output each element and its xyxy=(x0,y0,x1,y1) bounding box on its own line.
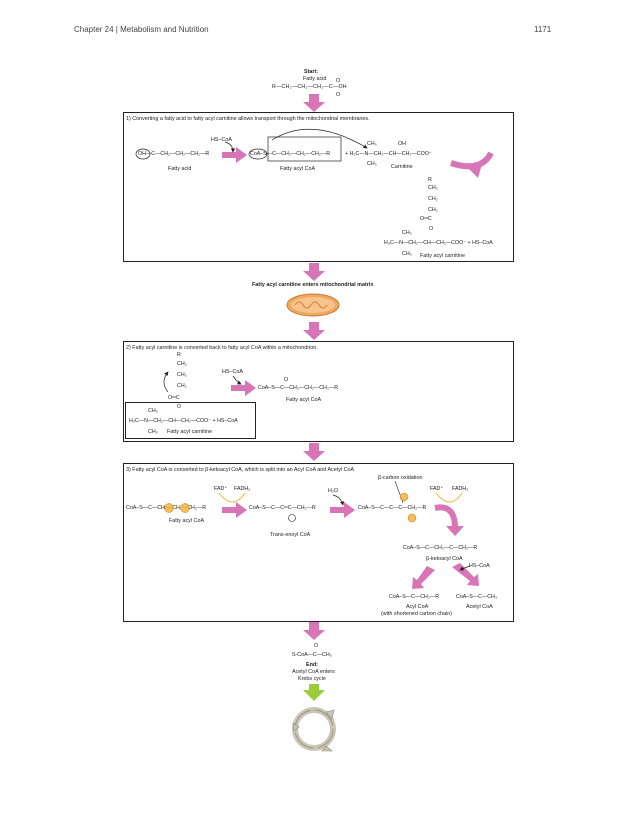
carnitine-leaving-box xyxy=(125,402,256,439)
ketoacyl-label: β-ketoacyl CoA xyxy=(426,556,463,562)
fad-arc-1 xyxy=(218,492,246,503)
start-sub: Fatty acid xyxy=(303,76,327,82)
step1-box xyxy=(123,112,514,262)
flow-arrows xyxy=(222,94,479,640)
fatty-acid-label: Fatty acid xyxy=(168,166,192,172)
fadh2-2: FADH₂ xyxy=(452,486,469,492)
down-arrow-end xyxy=(303,622,325,640)
acyl-coa-formula-2: CoA–S—C—CH₂—CH₂—CH₂—R xyxy=(258,385,339,391)
down-arrow-step2 xyxy=(303,322,325,340)
carnitine-arc xyxy=(271,128,368,149)
fatty-acid-formula: OH—C—CH₂—CH₂—CH₂—R xyxy=(138,151,210,157)
fad-1: FAD⁺ xyxy=(214,486,228,492)
ketoacyl-formula: CoA–S—C—CH₂—C—CH₂—R xyxy=(403,545,478,551)
coas-circle xyxy=(248,148,268,160)
acyl-carnitine-label-1: Fatty acyl carnitine xyxy=(420,253,465,259)
trans-enoyl-formula: CoA–S—C—C═C—CH₂—R xyxy=(249,505,316,511)
carnitine-formula: + H₃C—N—CH₂—CH—CH₂—COO⁻ xyxy=(345,151,432,157)
hscoa-arrow-3 xyxy=(459,565,471,571)
acetyl-label: Acetyl CoA xyxy=(466,604,493,610)
down-arrow-step3 xyxy=(303,443,325,461)
down-arrow-transfer xyxy=(303,263,325,281)
oh-circle xyxy=(135,148,151,160)
arrow-split-left xyxy=(412,566,435,589)
fad-2: FAD⁺ xyxy=(430,486,444,492)
acyl-coa-label-3: Fatty acyl CoA xyxy=(169,518,205,524)
arrow-dehydrogenation xyxy=(222,502,247,518)
step2-box xyxy=(123,341,514,442)
acyl-carnitine-formula-1: H₃C—N—CH₂—CH—CH₂—COO⁻ + HS–CoA xyxy=(384,240,493,246)
transfer-label: Fatty acyl carnitine enters mitochondria… xyxy=(252,282,374,288)
arrow-step2 xyxy=(231,380,256,396)
mitochondrion-icon xyxy=(286,293,340,317)
acyl-label: Acyl CoA xyxy=(406,604,429,610)
end-sub2: Krebs cycle xyxy=(298,676,326,682)
start-formula: R—CH₂—CH₂—CH₂—C—OH xyxy=(272,84,347,90)
step1-hscoa: HS–CoA xyxy=(211,137,232,143)
step3-title: 3) Fatty acyl CoA is converted to β-keto… xyxy=(126,467,355,473)
curve-arrow-1 xyxy=(450,151,494,170)
krebs-cycle-icon xyxy=(292,707,336,752)
carnitine-label-2: Fatty acyl carnitine xyxy=(167,429,212,435)
hydrogen-circle xyxy=(288,514,296,522)
step3-box xyxy=(123,463,514,622)
down-arrow-start xyxy=(303,94,325,112)
arrow-acylation xyxy=(222,147,247,163)
carnitine-formula-2: H₃C—N—CH₂—CH—CH₂—COO⁻ + HS–CoA xyxy=(129,418,238,424)
end-sub1: Acetyl CoA enters xyxy=(292,669,335,675)
hscoa-arrow-2 xyxy=(232,375,242,385)
step2-title: 2) Fatty acyl carnitine is converted bac… xyxy=(126,345,318,351)
chapter-title: Chapter 24 | Metabolism and Nutrition xyxy=(74,25,209,34)
trans-enoyl-label: Trans-enoyl CoA xyxy=(270,532,311,538)
end-label: End: xyxy=(306,662,318,668)
hydrogen-highlight-3 xyxy=(399,492,409,502)
hydrogen-highlight-1 xyxy=(164,503,174,513)
beta-ox-label: β-carbon oxidation xyxy=(378,475,423,481)
step3-hscoa: HS–CoA xyxy=(469,563,490,569)
carnitine-label: Carnitine xyxy=(391,164,413,170)
hydrogen-highlight-2 xyxy=(180,503,190,513)
page-number: 1171 xyxy=(534,25,552,34)
acyl-coa-label-1: Fatty acyl CoA xyxy=(280,166,316,172)
acyl-coa-formula-1: CoA–S—C—CH₂—CH₂—CH₂—R xyxy=(250,151,331,157)
acyl-formula: CoA–S—C—CH₂—R xyxy=(389,594,440,600)
fadh2-1: FADH₂ xyxy=(234,486,251,492)
fad-arc-2 xyxy=(435,492,463,503)
arrow-hydration xyxy=(330,502,355,518)
acyl-sub: (with shortened carbon chain) xyxy=(381,611,453,617)
water: H₂O xyxy=(328,488,339,494)
acyl-coa-label-2: Fatty acyl CoA xyxy=(286,397,322,403)
step2-hscoa: HS–CoA xyxy=(222,369,243,375)
acetyl-formula: CoA–S—C—CH₃ xyxy=(456,594,498,600)
step1-title: 1) Converting a fatty acid to fatty acyl… xyxy=(126,116,370,122)
carnitine-bracket xyxy=(267,136,342,162)
end-formula: S-CoA—C—CH₃ xyxy=(292,652,332,658)
hydrogen-highlight-4 xyxy=(407,513,417,523)
water-arrow xyxy=(332,494,345,506)
hydroxy-formula: CoA–S—C—C—C—CH₂—R xyxy=(358,505,427,511)
green-arrow xyxy=(303,684,325,701)
start-label: Start: xyxy=(304,69,319,75)
curve-arrow-3 xyxy=(434,504,458,529)
hscoa-arrow-1 xyxy=(224,141,236,153)
bond-arrow-2 xyxy=(163,371,169,393)
arrow-split-right xyxy=(452,563,479,586)
